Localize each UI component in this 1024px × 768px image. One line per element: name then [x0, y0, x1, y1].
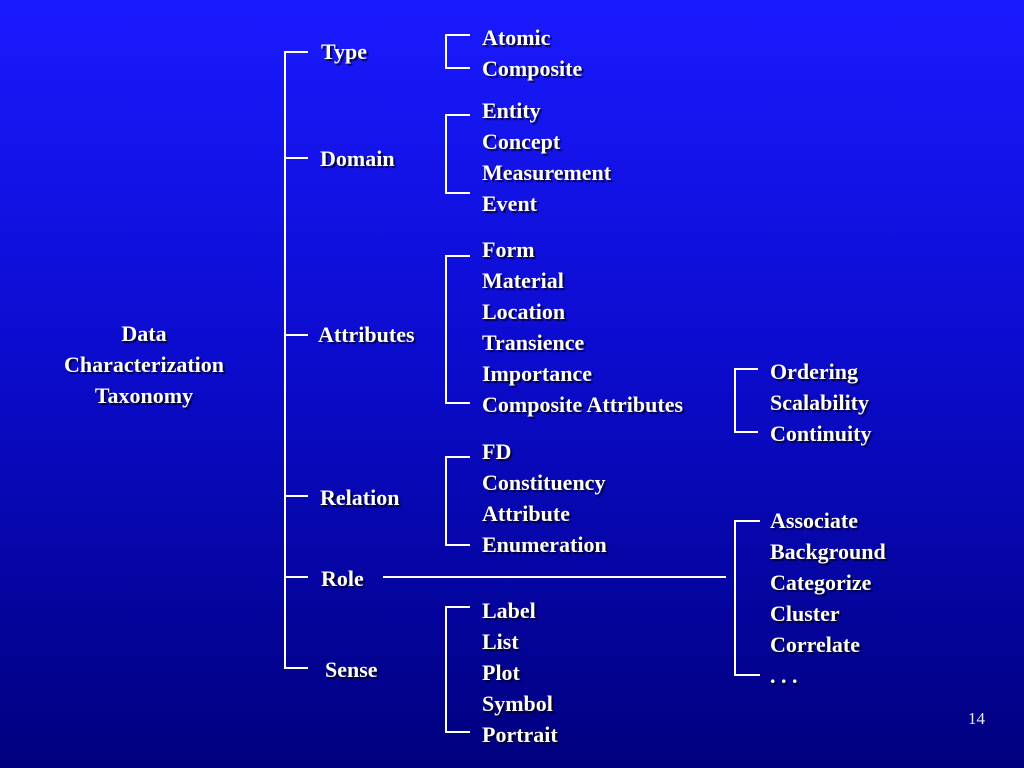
category-type: Type [321, 39, 368, 64]
category-attributes: Attributes [318, 322, 415, 347]
list-item: Atomic [482, 25, 551, 50]
category-domain: Domain [320, 146, 395, 171]
list-item: Background [770, 539, 886, 564]
list-item: Categorize [770, 570, 872, 595]
list-item: Composite [482, 56, 583, 81]
root-line-1: Data [121, 321, 167, 346]
list-item: Symbol [482, 691, 553, 716]
relation-items: FD Constituency Attribute Enumeration [482, 436, 607, 560]
root-line-3: Taxonomy [94, 383, 194, 408]
list-item: Plot [482, 660, 520, 685]
category-role: Role [321, 566, 364, 591]
list-item: Transience [482, 330, 585, 355]
list-item: Portrait [482, 722, 558, 747]
type-bracket [445, 34, 470, 69]
root-title: Data Characterization Taxonomy [64, 318, 224, 411]
role-bracket [734, 520, 760, 676]
page-number: 14 [968, 709, 985, 728]
list-item: Attribute [482, 501, 570, 526]
list-item: Importance [482, 361, 592, 386]
composite-attributes-bracket [734, 368, 758, 433]
list-item: Concept [482, 129, 561, 154]
sense-items: Label List Plot Symbol Portrait [482, 595, 558, 750]
domain-items: Entity Concept Measurement Event [482, 95, 611, 219]
list-item: Composite Attributes [482, 392, 684, 417]
list-item: Correlate [770, 632, 860, 657]
attribute-items: Form Material Location Transience Import… [482, 234, 683, 420]
composite-attribute-items: Ordering Scalability Continuity [770, 356, 871, 449]
list-item: . . . [770, 663, 798, 688]
list-item: Scalability [770, 390, 870, 415]
list-item: Form [482, 237, 535, 262]
type-items: Atomic Composite [482, 22, 582, 84]
list-item: FD [482, 439, 512, 464]
category-sense: Sense [325, 657, 378, 682]
domain-bracket [445, 114, 470, 194]
attributes-bracket [445, 255, 470, 404]
list-item: Ordering [770, 359, 858, 384]
list-item: Event [482, 191, 537, 216]
main-trunk-bracket [284, 51, 308, 669]
role-items: Associate Background Categorize Cluster … [770, 505, 886, 691]
category-relation: Relation [320, 485, 400, 510]
root-line-2: Characterization [63, 352, 225, 377]
list-item: Material [482, 268, 564, 293]
list-item: Continuity [770, 421, 872, 446]
list-item: Location [482, 299, 566, 324]
sense-bracket [445, 606, 470, 733]
list-item: Associate [770, 508, 858, 533]
relation-bracket [445, 456, 470, 546]
list-item: Enumeration [482, 532, 607, 557]
list-item: Measurement [482, 160, 612, 185]
list-item: Entity [482, 98, 541, 123]
list-item: Cluster [770, 601, 840, 626]
list-item: Label [482, 598, 536, 623]
list-item: List [482, 629, 519, 654]
list-item: Constituency [482, 470, 606, 495]
